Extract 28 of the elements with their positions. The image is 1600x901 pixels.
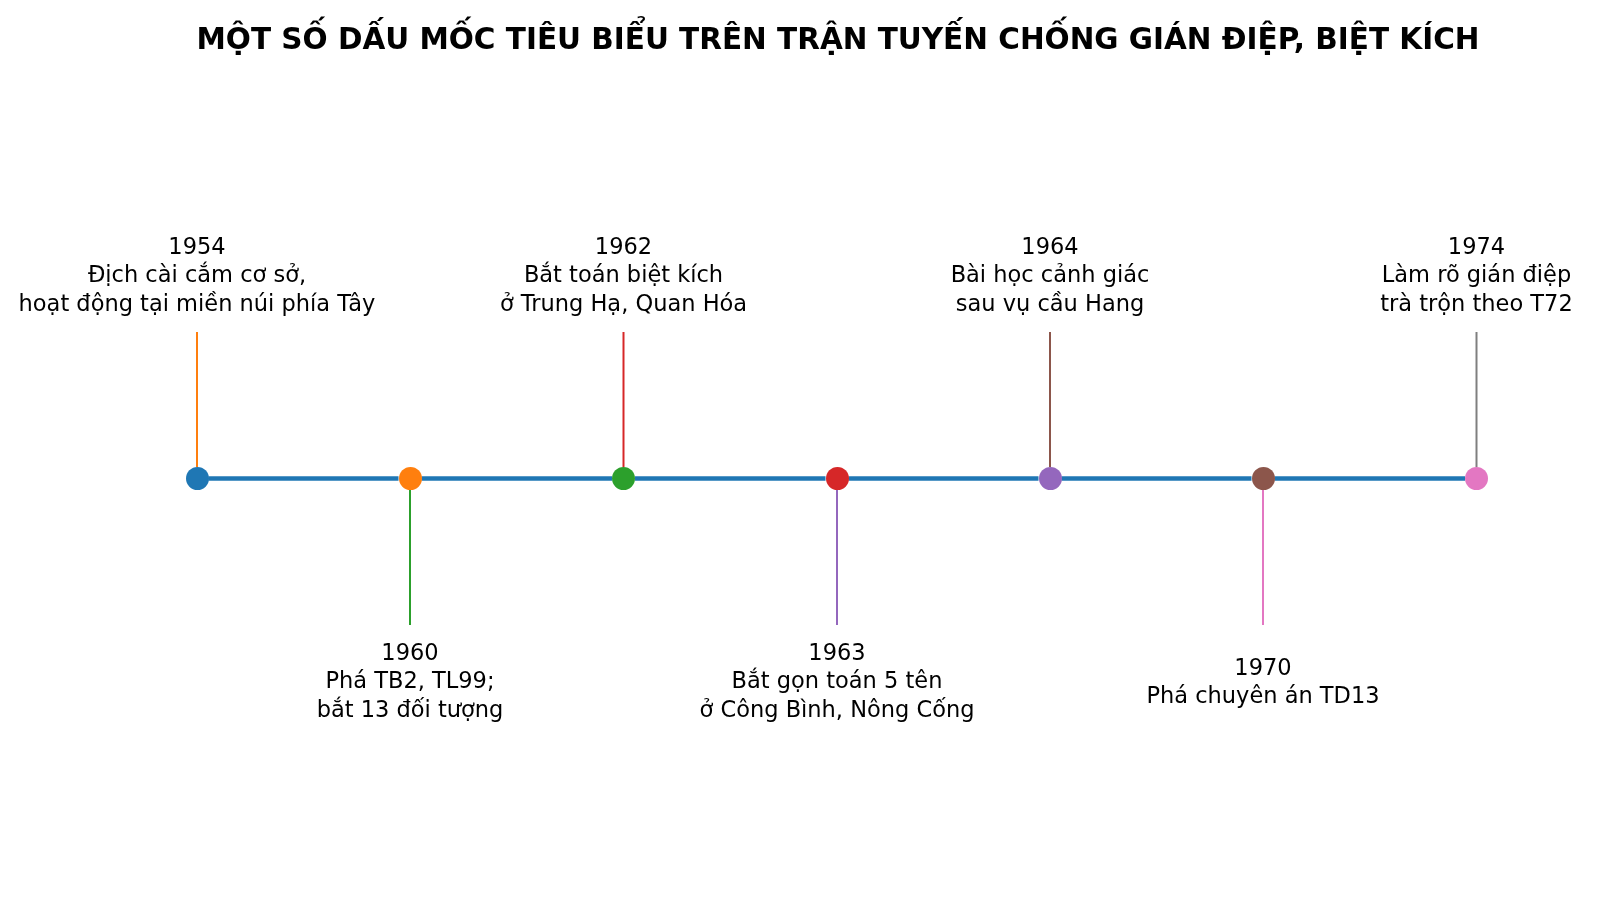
- event-description: Bài học cảnh giác sau vụ cầu Hang: [950, 260, 1150, 318]
- stem-line: [1049, 331, 1051, 469]
- stem-line: [196, 331, 198, 469]
- stem-line: [409, 489, 411, 626]
- timeline-line: [1274, 476, 1465, 481]
- stem-line: [836, 489, 838, 626]
- event-description: Phá chuyên án TD13: [1146, 680, 1380, 710]
- timeline-line: [1061, 476, 1252, 481]
- event-description: Bắt gọn toán 5 tên ở Công Bình, Nông Cống: [699, 666, 975, 724]
- timeline-line: [848, 476, 1039, 481]
- event-description: Phá TB2, TL99; bắt 13 đối tượng: [316, 666, 504, 724]
- year-label: 1974: [1447, 231, 1506, 261]
- stem-line: [1262, 489, 1264, 626]
- event-description: Địch cài cắm cơ sở, hoạt động tại miền núi phía Tây: [18, 260, 376, 318]
- timeline-line: [421, 476, 612, 481]
- stem-line: [622, 331, 625, 469]
- timeline-line: [208, 476, 399, 481]
- event-description: Làm rõ gián điệp trà trộn theo T72: [1380, 260, 1573, 318]
- year-label: 1970: [1234, 652, 1292, 681]
- event-description: Bắt toán biệt kích ở Trung Hạ, Quan Hóa: [499, 260, 748, 318]
- year-label: 1960: [381, 637, 439, 667]
- timeline-line: [635, 476, 826, 481]
- year-label: 1963: [808, 637, 866, 667]
- diagram-title: MỘT SỐ DẤU MỐC TIÊU BIỂU TRÊN TRẬN TUYẾN CHỐNG GIÁN ĐIỆP, BIỆT KÍCH: [196, 16, 1480, 62]
- year-label: 1954: [168, 231, 226, 261]
- year-label: 1962: [594, 231, 653, 261]
- stem-line: [1475, 331, 1478, 469]
- year-label: 1964: [1021, 231, 1079, 261]
